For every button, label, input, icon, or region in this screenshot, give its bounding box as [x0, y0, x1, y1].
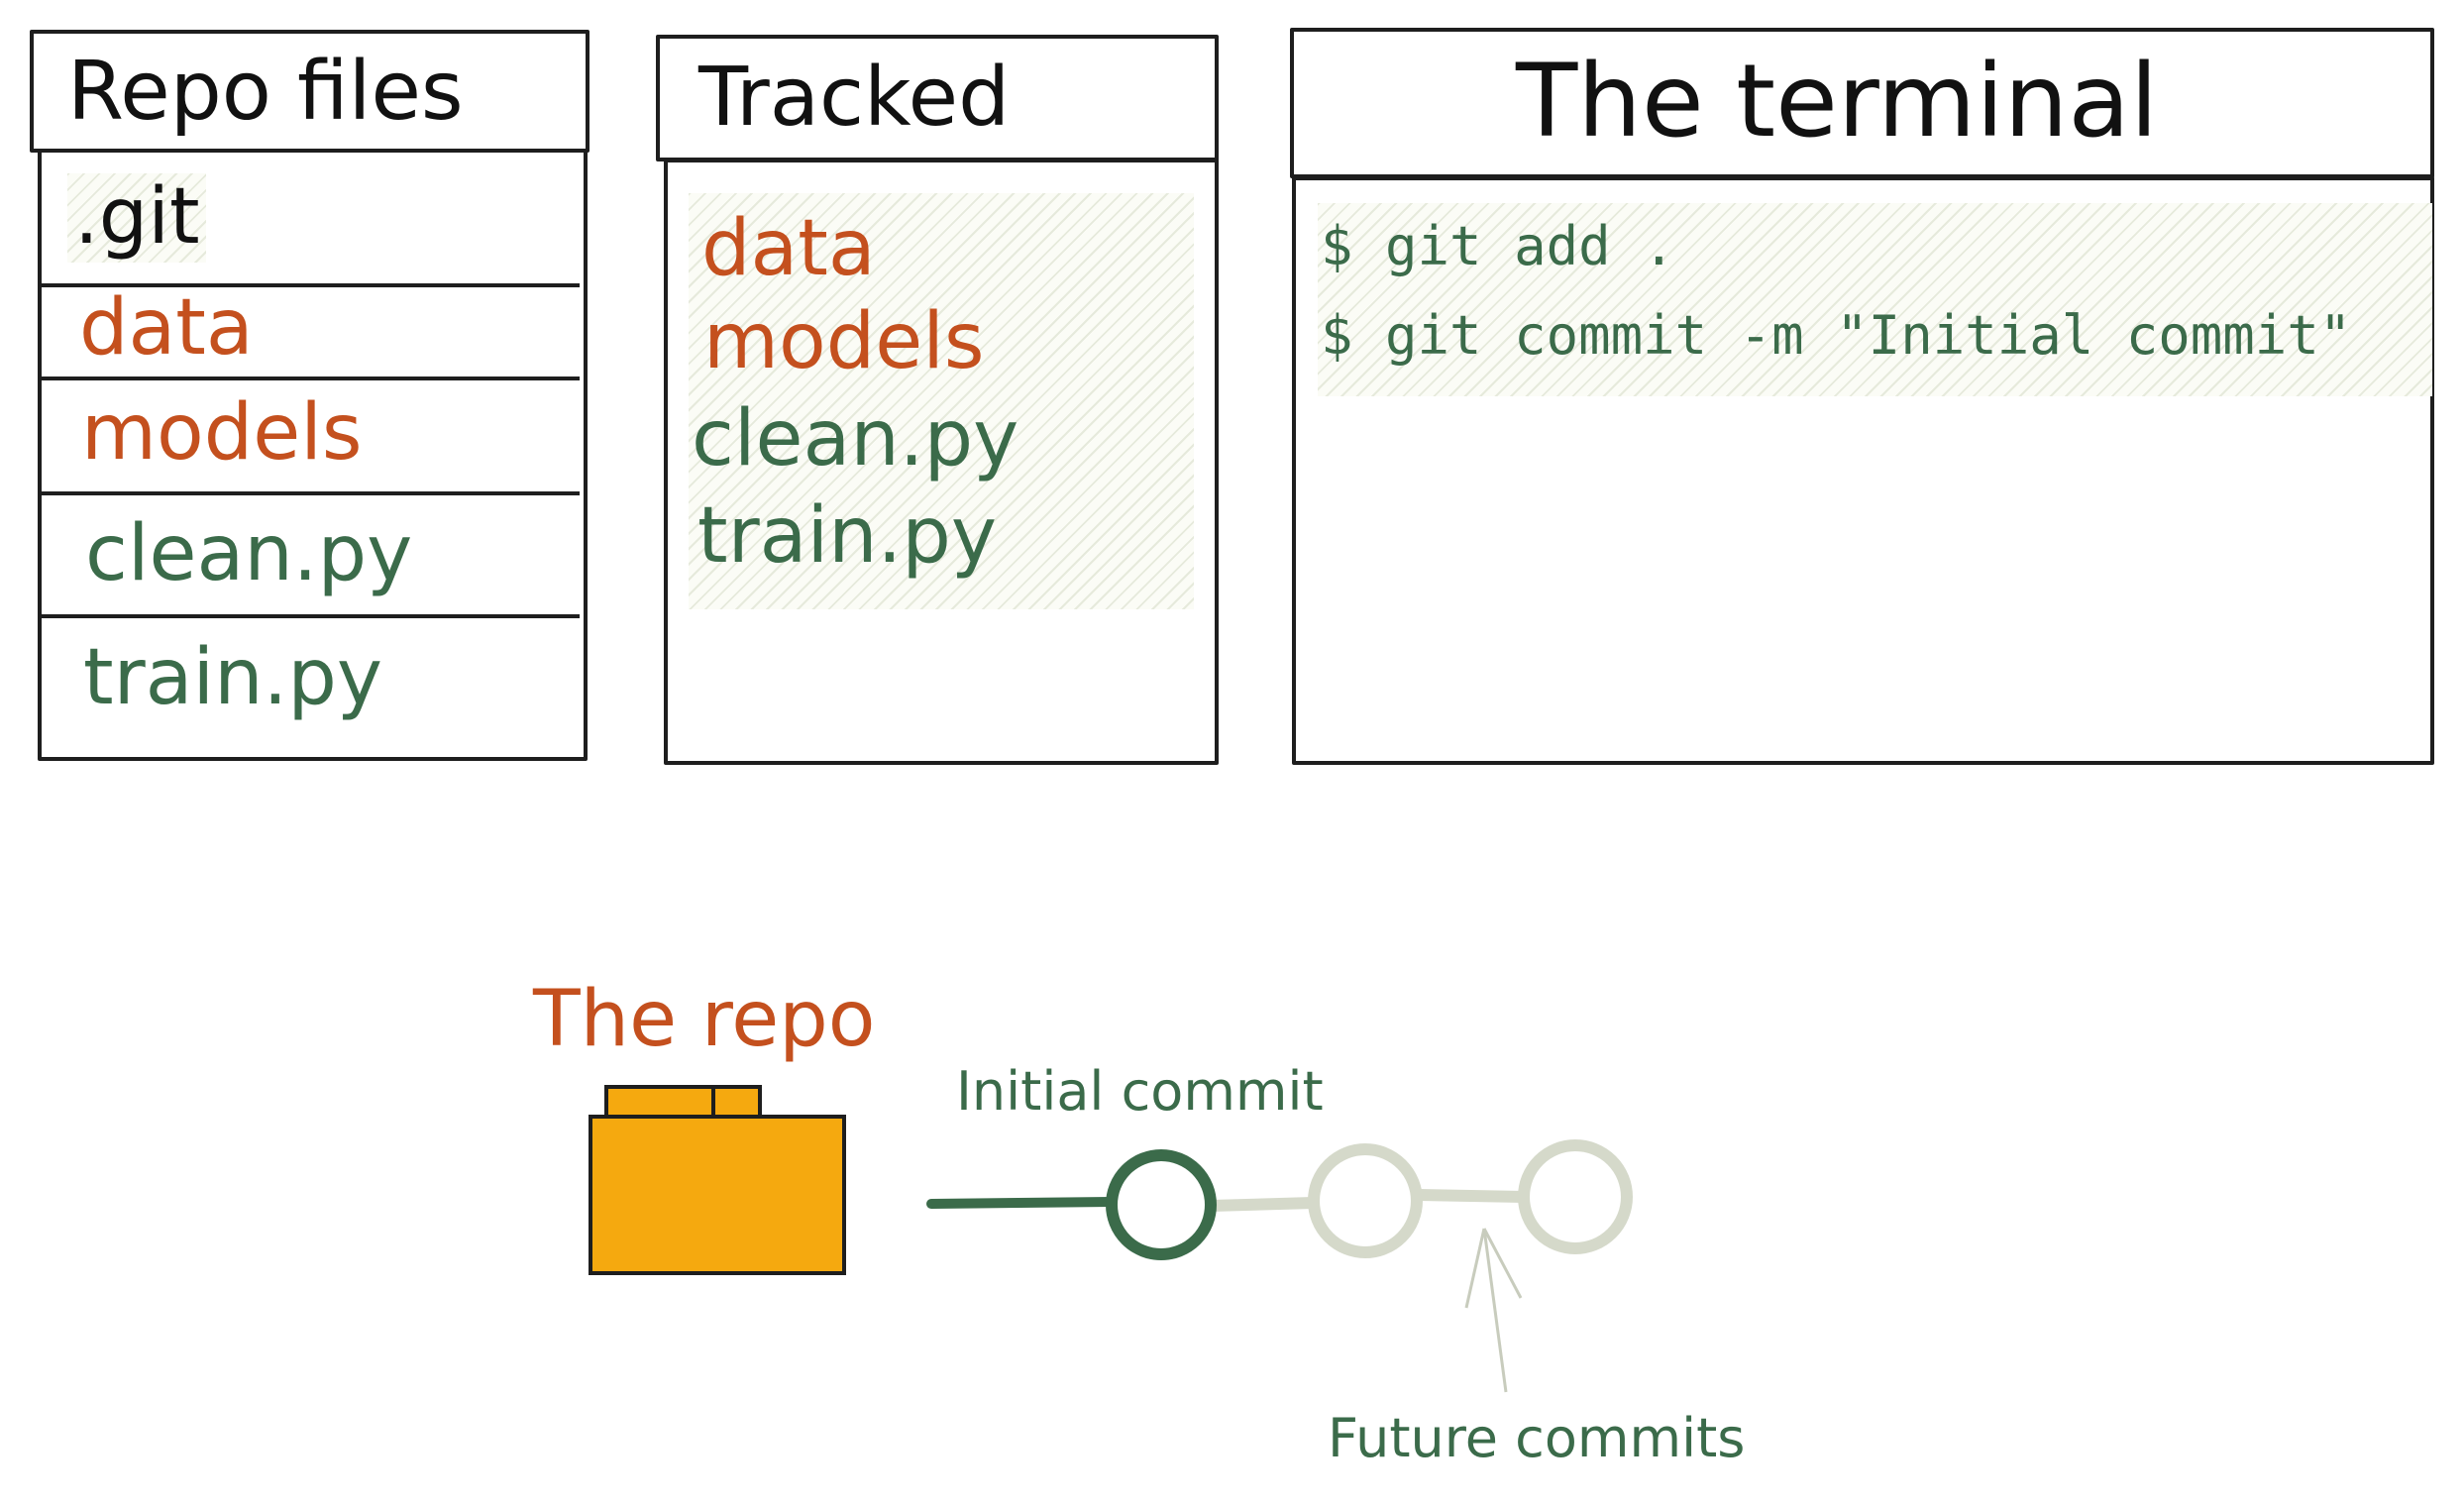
repo-files-divider: [40, 283, 580, 287]
tracked-models: models: [703, 297, 985, 386]
future-link-1: [1210, 1197, 1314, 1212]
terminal-line-commit: $ git commit -m "Initial commit": [1321, 304, 2352, 367]
future-commits-arrow: [1464, 1228, 1523, 1393]
future-commit-node: [1518, 1139, 1633, 1254]
repo-files-divider: [40, 376, 580, 380]
terminal-highlight: [1318, 203, 2432, 396]
repo-file-train-py: train.py: [83, 633, 383, 722]
future-link-2: [1418, 1189, 1525, 1203]
terminal-title: The terminal: [1516, 43, 2159, 161]
future-commit-node: [1308, 1143, 1423, 1258]
tracked-title: Tracked: [698, 51, 1011, 145]
initial-commit-node: [1106, 1149, 1217, 1260]
repo-files-panel: [38, 149, 588, 761]
terminal-line-add: $ git add .: [1321, 215, 1675, 277]
repo-file-clean-py: clean.py: [85, 509, 413, 598]
repo-files-title: Repo files: [67, 45, 464, 139]
repo-file-models: models: [81, 388, 363, 478]
repo-files-divider: [40, 491, 580, 495]
future-commits-label: Future commits: [1328, 1407, 1746, 1469]
git-item-highlight: [67, 173, 206, 263]
terminal-panel: [1292, 176, 2434, 765]
repo-file-data: data: [79, 283, 254, 373]
folder-icon: [589, 1085, 846, 1275]
tracked-panel: [664, 159, 1219, 765]
tracked-train-py: train.py: [697, 491, 998, 581]
tracked-clean-py: clean.py: [692, 394, 1019, 484]
tracked-highlight: [689, 193, 1194, 609]
initial-commit-label: Initial commit: [956, 1060, 1324, 1123]
repo-files-divider: [40, 614, 580, 618]
repo-label: The repo: [533, 975, 876, 1064]
repo-to-commit-line: [926, 1197, 1117, 1209]
tracked-data: data: [701, 204, 876, 293]
repo-file-git: .git: [74, 172, 200, 262]
